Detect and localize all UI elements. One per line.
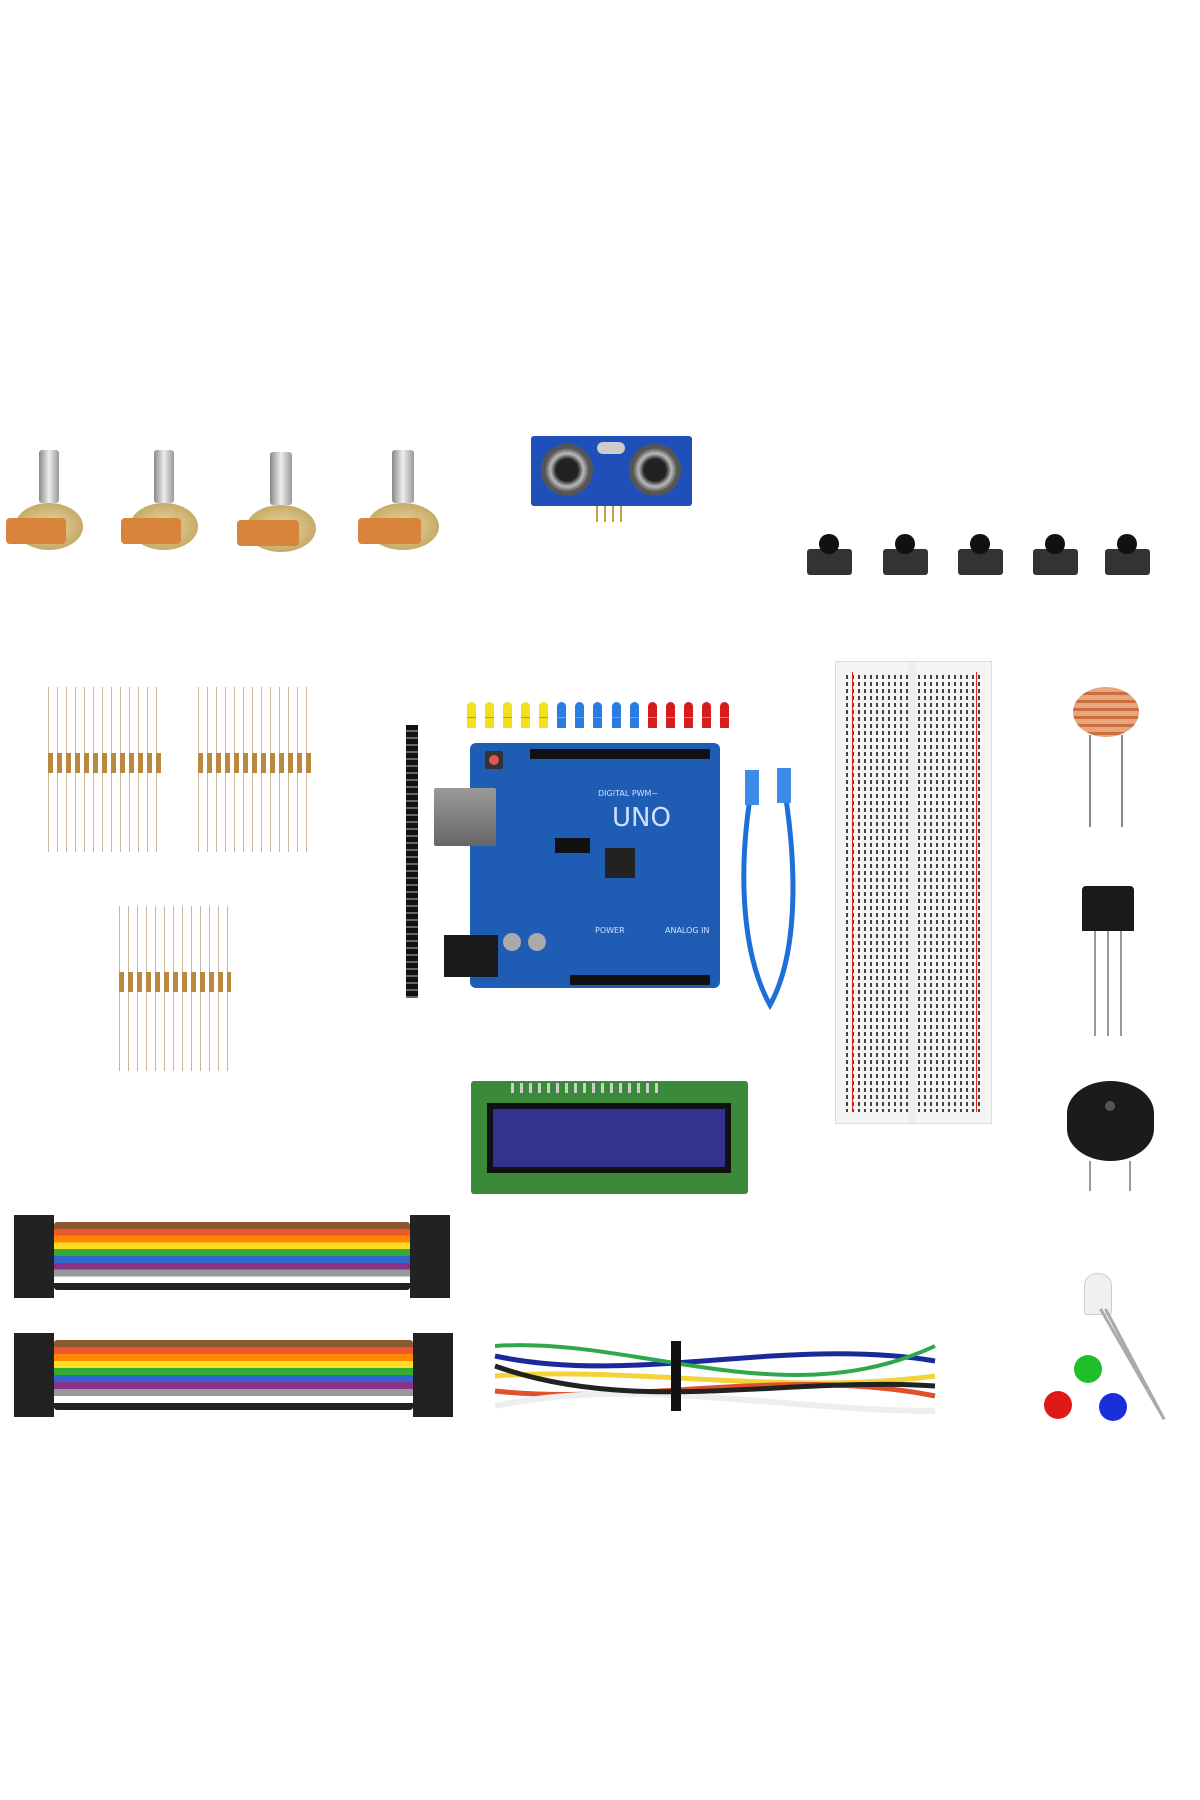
jumper-ribbon-end <box>410 1215 450 1298</box>
led <box>539 702 549 728</box>
potentiometer <box>121 450 207 568</box>
potentiometer <box>6 450 92 568</box>
analog-label: ANALOG IN <box>665 926 710 935</box>
blue-color-dot <box>1099 1393 1127 1421</box>
led <box>683 702 693 728</box>
led <box>593 702 603 728</box>
led <box>611 702 621 728</box>
photoresistor <box>1071 687 1142 829</box>
push-button <box>1030 531 1080 583</box>
temperature-sensor <box>1082 886 1134 1036</box>
jumper-wire-ribbon <box>54 1340 413 1410</box>
ultrasonic-sensor <box>531 436 692 506</box>
led <box>701 702 711 728</box>
led-row <box>467 702 729 732</box>
push-button <box>1102 531 1152 583</box>
push-button <box>880 531 930 583</box>
led <box>647 702 657 728</box>
red-color-dot <box>1044 1391 1072 1419</box>
led <box>503 702 513 728</box>
led <box>719 702 729 728</box>
breadboard <box>835 661 992 1124</box>
led <box>557 702 567 728</box>
dc-jack <box>444 935 498 977</box>
jumper-ribbon-end <box>14 1333 54 1417</box>
potentiometer <box>237 452 325 570</box>
resistor-bundle <box>48 687 162 852</box>
resistor-bundle <box>119 906 231 1071</box>
led <box>575 702 585 728</box>
led <box>665 702 675 728</box>
lcd-1602-display <box>471 1081 748 1194</box>
potentiometer <box>358 450 448 568</box>
resistor-bundle <box>198 687 312 852</box>
led <box>485 702 495 728</box>
rgb-led <box>1044 1269 1194 1431</box>
jumper-wire-bundle <box>494 1341 936 1414</box>
green-color-dot <box>1074 1355 1102 1383</box>
board-model-label: UNO <box>612 803 671 833</box>
buzzer <box>1067 1081 1154 1191</box>
led <box>467 702 476 728</box>
arduino-uno-board: UNO DIGITAL PWM~ POWER ANALOG IN <box>470 743 720 988</box>
power-label: POWER <box>595 926 625 935</box>
jumper-ribbon-end <box>14 1215 54 1298</box>
pin-header <box>406 725 418 998</box>
push-button <box>804 531 854 583</box>
digital-label: DIGITAL PWM~ <box>598 789 659 798</box>
usb-port <box>434 788 496 846</box>
usb-cable <box>741 768 796 1011</box>
jumper-wire-ribbon <box>54 1222 410 1290</box>
jumper-ribbon-end <box>413 1333 453 1417</box>
push-button <box>955 531 1005 583</box>
ultrasonic-pins <box>596 506 626 522</box>
led <box>629 702 639 728</box>
led <box>521 702 531 728</box>
